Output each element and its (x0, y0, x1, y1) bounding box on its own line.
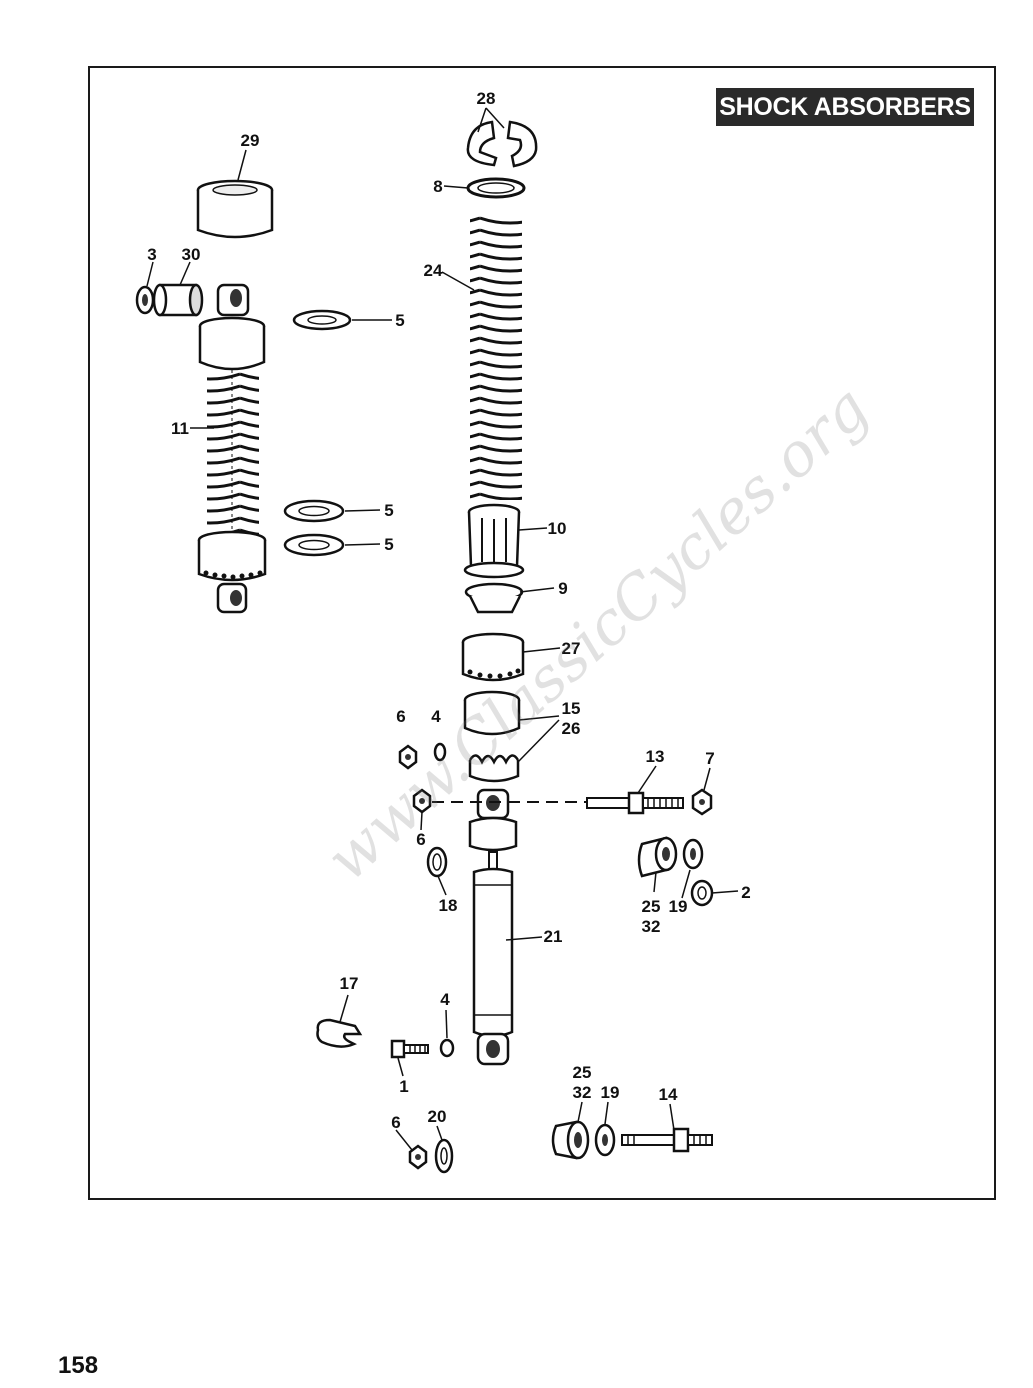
part-6-nut-c (408, 1144, 428, 1170)
part-5-washer-c (283, 533, 345, 557)
callout-5-b: 5 (384, 501, 393, 520)
part-4-washer-a (433, 742, 447, 762)
diagram-frame (88, 66, 996, 1200)
part-21-damper (468, 788, 518, 1066)
part-3-seal (135, 285, 155, 315)
callout-1: 1 (399, 1077, 408, 1096)
callout-28: 28 (477, 89, 496, 108)
page-number: 158 (58, 1352, 99, 1379)
part-20-washer (434, 1138, 454, 1174)
callout-labels: 28 29 8 24 3 30 5 11 5 5 10 9 27 6 4 15 … (147, 89, 750, 1132)
callout-11: 11 (171, 419, 189, 438)
part-30-bushing (152, 283, 204, 317)
callout-24: 24 (424, 261, 443, 280)
callout-29: 29 (241, 131, 260, 150)
part-15-cam-support (463, 690, 521, 736)
callout-32-a: 32 (642, 917, 661, 936)
part-10-spring-guide (463, 503, 525, 579)
part-7-nut (691, 788, 713, 816)
callout-27: 27 (562, 639, 581, 658)
callout-26: 26 (562, 719, 581, 738)
callout-3: 3 (147, 245, 156, 264)
part-6-nut-b (412, 788, 432, 814)
callout-19-b: 19 (601, 1083, 620, 1102)
part-24-spring (470, 215, 522, 500)
part-26-cam-support (468, 754, 520, 783)
part-17-clip (316, 1018, 363, 1048)
callout-20: 20 (428, 1107, 447, 1126)
part-5-washer-b (283, 499, 345, 523)
callout-2: 2 (741, 883, 750, 902)
part-2-washer (690, 879, 714, 907)
part-13-stud (586, 791, 684, 815)
callout-32-b: 32 (573, 1083, 592, 1102)
callout-8: 8 (433, 177, 442, 196)
section-title-badge: SHOCK ABSORBERS (716, 88, 974, 126)
callout-18: 18 (439, 896, 458, 915)
callout-14: 14 (659, 1085, 678, 1104)
part-11-shock-assembly (197, 283, 267, 614)
callout-10: 10 (548, 519, 567, 538)
callout-30: 30 (182, 245, 201, 264)
part-19-washer-b (594, 1123, 616, 1157)
part-25-bushing-a (637, 836, 678, 878)
callout-15: 15 (562, 699, 581, 718)
callout-17: 17 (340, 974, 359, 993)
part-8-retainer-ring (466, 177, 526, 199)
callout-5-a: 5 (395, 311, 404, 330)
leader-lines (146, 107, 739, 1151)
part-6-nut-a (398, 744, 418, 770)
callout-6-c: 6 (391, 1113, 400, 1132)
callout-6-a: 6 (396, 707, 405, 726)
part-29-spring-cover (196, 179, 274, 239)
callout-19-a: 19 (669, 897, 688, 916)
part-1-bolt (390, 1039, 429, 1059)
part-4-washer-b (439, 1038, 455, 1058)
part-5-washer-a (292, 309, 352, 331)
callout-4-a: 4 (431, 707, 441, 726)
callout-21: 21 (544, 927, 563, 946)
part-19-washer-a (682, 838, 704, 870)
part-25-bushing-b (551, 1120, 590, 1160)
callout-6-b: 6 (416, 830, 425, 849)
callout-13: 13 (646, 747, 665, 766)
part-27-adjuster-cam (461, 632, 525, 682)
part-28-split-keepers (466, 120, 538, 168)
callout-25-a: 25 (642, 897, 661, 916)
part-18-washer (426, 846, 448, 878)
callout-4-b: 4 (440, 990, 450, 1009)
callout-25-b: 25 (573, 1063, 592, 1082)
part-9-spring-seat (464, 582, 524, 614)
callout-5-c: 5 (384, 535, 393, 554)
callout-9: 9 (558, 579, 567, 598)
part-14-stud (621, 1127, 713, 1153)
callout-7: 7 (705, 749, 714, 768)
